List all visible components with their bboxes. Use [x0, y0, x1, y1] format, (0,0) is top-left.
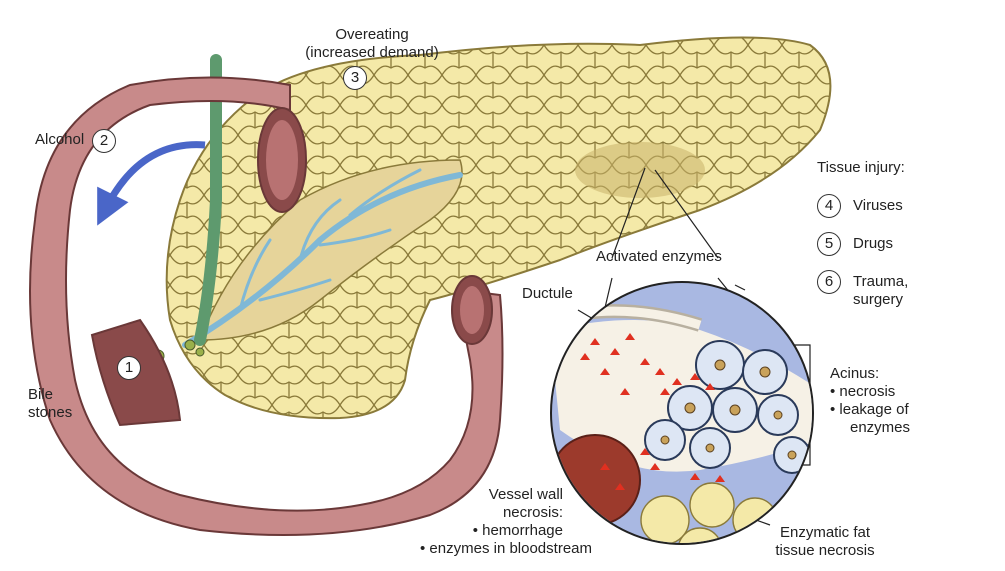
label-viruses: Viruses — [853, 197, 903, 214]
activated-zone — [575, 142, 705, 198]
label-ductule: Ductule — [522, 285, 573, 302]
label-tissue-injury: Tissue injury: — [817, 159, 905, 176]
cause-number-2: 2 — [92, 129, 116, 153]
bile-stone — [184, 339, 196, 351]
cause-number-6: 6 — [817, 270, 841, 294]
bile-duct — [194, 54, 222, 346]
label-fat-necrosis: Enzymatic fat tissue necrosis — [775, 524, 875, 559]
cause-number-4: 4 — [817, 194, 841, 218]
duct-cavity — [198, 159, 463, 341]
label-bile-stones: Bile stones — [28, 386, 73, 421]
magnified-view — [550, 281, 814, 545]
label-acinus: Acinus: • necrosis • leakage of enzymes — [830, 365, 911, 436]
bile-stone — [195, 347, 205, 357]
pancreas — [165, 36, 832, 420]
label-overeating: Overeating (increased demand) — [305, 26, 439, 61]
label-activated-enzymes: Activated enzymes — [596, 248, 722, 265]
label-trauma-surgery: Trauma, surgery — [853, 273, 909, 308]
cause-number-3: 3 — [343, 66, 367, 90]
cause-number-5: 5 — [817, 232, 841, 256]
label-vessel-wall-necrosis: Vessel wall necrosis: • hemorrhage • enz… — [420, 486, 592, 557]
label-drugs: Drugs — [853, 235, 894, 252]
alcohol-arrow — [97, 141, 206, 226]
label-alcohol: Alcohol — [35, 131, 85, 148]
cause-number-1: 1 — [117, 356, 141, 380]
pancreatic-duct — [182, 168, 463, 348]
